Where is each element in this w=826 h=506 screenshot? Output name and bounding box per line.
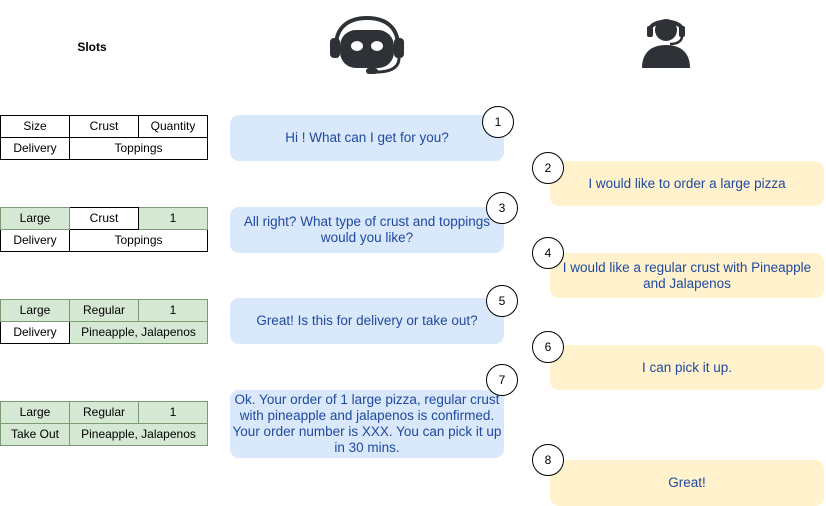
message-text: I would like to order a large pizza: [588, 175, 786, 191]
message-text: Hi ! What can I get for you?: [285, 130, 449, 145]
slot-cell: Toppings: [69, 137, 208, 160]
message-text: I can pick it up.: [641, 359, 733, 375]
slots-title: Slots: [77, 40, 107, 54]
slot-cell: Size: [0, 115, 70, 138]
slot-cell: Pineapple, Jalapenos: [69, 423, 208, 446]
slot-cell: Crust: [69, 207, 139, 230]
bot-message: Hi ! What can I get for you?: [230, 115, 504, 161]
step-number: 6: [532, 331, 564, 363]
message-text: Great! Is this for delivery or take out?: [256, 313, 478, 328]
slot-cell: Regular: [69, 401, 139, 424]
slot-cell: 1: [138, 299, 208, 322]
user-message: I would like a regular crust with Pineap…: [550, 253, 824, 298]
robot-headset-icon: [330, 16, 404, 74]
slot-cell: Toppings: [69, 229, 208, 252]
step-number: 5: [486, 285, 518, 317]
slot-cell: Take Out: [0, 423, 70, 446]
slot-cell: Delivery: [0, 321, 70, 344]
user-message: Great!: [550, 460, 824, 506]
slot-cell: Delivery: [0, 229, 70, 252]
bot-message: All right? What type of crust and toppin…: [230, 207, 504, 253]
slot-cell: Crust: [69, 115, 139, 138]
step-number: 3: [486, 192, 518, 224]
slot-cell: Regular: [69, 299, 139, 322]
user-message: I would like to order a large pizza: [550, 161, 824, 206]
slot-cell: 1: [138, 401, 208, 424]
message-text: Great!: [668, 475, 706, 490]
message-text: I would like a regular crust with Pineap…: [562, 259, 812, 291]
slot-cell: Delivery: [0, 137, 70, 160]
step-number: 2: [532, 152, 564, 184]
bot-message: Great! Is this for delivery or take out?: [230, 298, 504, 344]
step-number: 1: [482, 106, 514, 138]
slot-cell: Pineapple, Jalapenos: [69, 321, 208, 344]
slot-cell: Large: [0, 401, 70, 424]
step-number: 7: [486, 364, 518, 396]
slot-cell: Large: [0, 299, 70, 322]
step-number: 8: [532, 444, 564, 476]
step-number: 4: [532, 237, 564, 269]
slot-cell: Quantity: [138, 115, 208, 138]
bot-message: Ok. Your order of 1 large pizza, regular…: [230, 390, 504, 458]
support-agent-icon: [642, 19, 690, 68]
slot-cell: 1: [138, 207, 208, 230]
message-text: Ok. Your order of 1 large pizza, regular…: [232, 392, 502, 455]
slot-cell: Large: [0, 207, 70, 230]
user-message: I can pick it up.: [550, 345, 824, 390]
message-text: All right? What type of crust and toppin…: [243, 214, 491, 245]
